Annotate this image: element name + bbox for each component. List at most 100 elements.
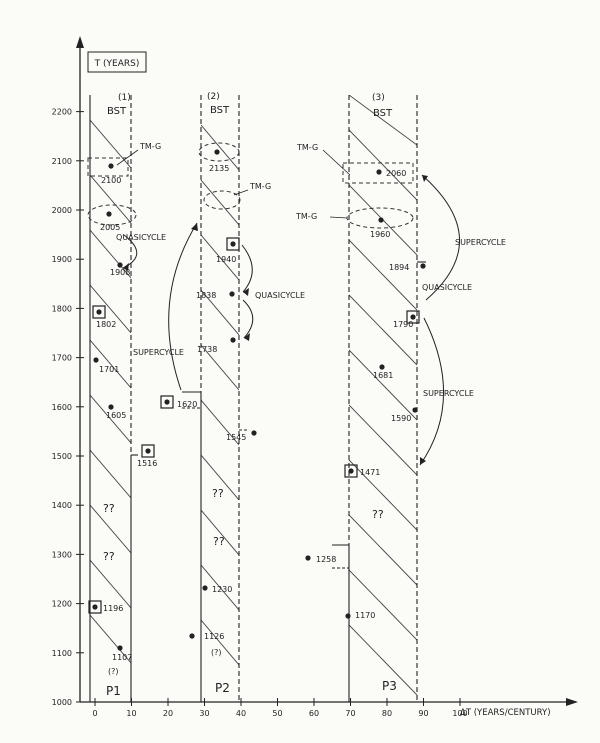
point-year-label: 1258 (316, 555, 336, 564)
quasicycle-label-col3: QUASICYCLE (422, 283, 472, 292)
tmg-leaders (116, 149, 351, 219)
column-3-bst: BST (373, 108, 393, 119)
y-axis-title-box (87, 51, 147, 73)
point-box-marker (344, 464, 358, 478)
column-1-number: (1) (118, 93, 131, 103)
column-3-number: (3) (372, 93, 385, 103)
cycle-arrows (122, 174, 460, 466)
data-point (230, 241, 236, 247)
point-year-label: 1908 (110, 268, 130, 277)
point-year-label: 2135 (209, 164, 229, 173)
x-axis-title: ΔT (YEARS/CENTURY) (460, 708, 551, 718)
x-tick-label: 80 (382, 709, 392, 718)
data-point (189, 633, 195, 639)
unknown-marker-col3: ?? (372, 508, 384, 521)
data-point (229, 291, 235, 297)
unknown-marker-col2b: ?? (213, 535, 225, 548)
quasicycle-arrow-col2a (241, 244, 253, 293)
data-point (117, 262, 123, 268)
data-point (92, 604, 98, 610)
point-year-label: 1960 (370, 230, 390, 239)
y-tick-label: 1400 (52, 501, 72, 510)
quasicycle-label-col2: QUASICYCLE (255, 291, 305, 300)
point-year-label: 1471 (360, 468, 380, 477)
hatch-column-3 (349, 95, 417, 696)
point-box-marker (160, 395, 174, 409)
points-layer: 210020051908180217011605151611961107(?)2… (88, 149, 426, 676)
data-point (410, 314, 416, 320)
point-year-label: 1940 (216, 255, 236, 264)
quasicycle-label-col1: QUASICYCLE (116, 233, 166, 242)
column-2-number: (2) (207, 92, 220, 102)
point-year-label: 1196 (103, 604, 123, 613)
data-point (412, 407, 418, 413)
point-year-label: 1107 (112, 653, 132, 662)
column-1-bst: BST (107, 106, 127, 117)
point-year-label: 1738 (197, 345, 217, 354)
data-point (145, 448, 151, 454)
point-year-label: 2100 (101, 176, 121, 185)
y-tick-label: 1900 (52, 255, 72, 264)
supercycle-arrow-col3b (419, 317, 445, 466)
y-tick-label: 2100 (52, 157, 72, 166)
x-tick-label: 40 (236, 709, 246, 718)
unknown-marker-col1b: ?? (103, 550, 115, 563)
point-year-label: 1230 (212, 585, 232, 594)
data-point (230, 337, 236, 343)
data-point (108, 404, 114, 410)
data-point (93, 357, 99, 363)
tmg-label-col2: TM-G (249, 182, 271, 191)
x-tick-label: 0 (92, 709, 97, 718)
point-year-label: 1545 (226, 433, 246, 442)
point-year-label: 1701 (99, 365, 119, 374)
y-tick-label: 1800 (52, 304, 72, 313)
data-point (420, 263, 426, 269)
y-axis-arrow-icon (76, 36, 84, 48)
data-point (348, 468, 354, 474)
point-year-label: 1681 (373, 371, 393, 380)
point-year-label: 1126 (204, 632, 224, 641)
point-year-label: (?) (211, 648, 222, 657)
data-point (106, 211, 112, 217)
point-year-label: (?) (108, 667, 119, 676)
period-p2: P2 (215, 681, 230, 695)
arrow-heads (123, 175, 428, 465)
tmg-label-col1: TM-G (139, 142, 161, 151)
x-tick-label: 70 (345, 709, 355, 718)
data-point (202, 585, 208, 591)
x-tick-label: 10 (126, 709, 136, 718)
hatch-column-1 (90, 119, 131, 664)
column-3-bounds (332, 95, 426, 702)
period-p3: P3 (382, 679, 397, 693)
data-point (117, 645, 123, 651)
point-year-label: 2005 (100, 223, 120, 232)
unknown-marker-col2a: ?? (212, 487, 224, 500)
x-tick-label: 100 (452, 709, 467, 718)
y-tick-label: 1300 (52, 550, 72, 559)
point-box-marker (92, 305, 106, 319)
tmg-ellipse-col2b (203, 190, 241, 210)
point-year-label: 1605 (106, 411, 126, 420)
data-point (96, 309, 102, 315)
y-tick-label: 1000 (52, 698, 72, 707)
y-axis-title: T (YEARS) (94, 59, 140, 69)
y-tick-label: 1100 (52, 649, 72, 658)
data-point (108, 163, 114, 169)
x-axis-arrow-icon (566, 698, 578, 706)
column-2-bounds (182, 95, 248, 702)
point-box-marker (88, 600, 102, 614)
unknown-marker-col1a: ?? (103, 502, 115, 515)
point-year-label: 1170 (355, 611, 375, 620)
point-box-marker (141, 444, 155, 458)
supercycle-label-col3b: SUPERCYCLE (423, 389, 474, 398)
supercycle-label-col3a: SUPERCYCLE (455, 238, 506, 247)
y-tick-label: 2200 (52, 108, 72, 117)
tmg-box-col1 (87, 157, 129, 177)
data-point (164, 399, 170, 405)
data-point (378, 217, 384, 223)
data-point (379, 364, 385, 370)
y-tick-label: 1700 (52, 354, 72, 363)
tmg-box-col3 (342, 162, 414, 184)
